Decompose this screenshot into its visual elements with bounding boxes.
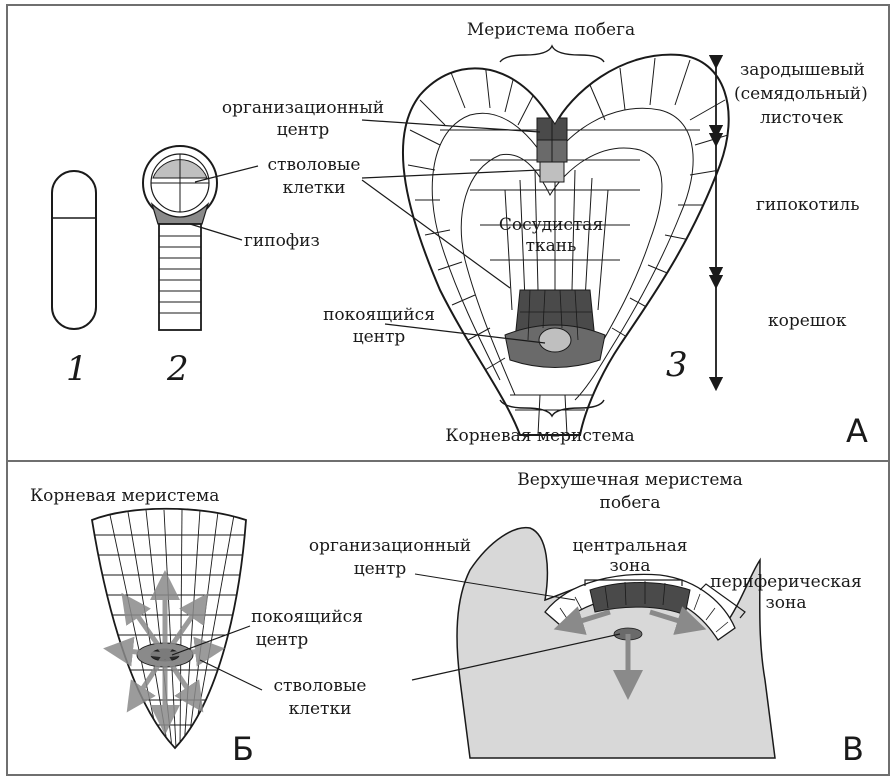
panel-letter-v: В [842,732,864,766]
organizing-center-line-2: центр [277,120,330,140]
stage-3-number: 3 [666,348,688,382]
vascular-line-1: Сосудистая [499,215,603,235]
b-stem-cells-line-1: стволовые [274,676,367,696]
stem-cells-line-2: клетки [283,178,346,198]
root-meristem-label: Корневая меристема [445,426,634,446]
stage-1-number: 1 [66,352,88,386]
panel-letter-b: Б [232,732,254,766]
apical-meristem-drawing [412,528,775,758]
panel-letter-a: А [846,414,868,448]
stage-2-embryo [143,146,217,330]
cotyledon-line-1: зародышевый [740,60,865,80]
hypophysis-label: гипофиз [244,231,320,251]
b-quiescent-line-1: покоящийся [251,607,363,627]
root-meristem-title: Корневая меристема [30,486,219,506]
cotyledon-line-2: (семядольный) [734,84,868,104]
central-zone-line-2: зона [610,556,651,576]
quiescent-line-2: центр [353,327,406,347]
shoot-meristem-label: Меристема побега [467,20,635,40]
stage-1-zygote [52,171,96,329]
hypocotyl-label: гипокотиль [756,195,859,215]
b-organizing-center-line-2: центр [354,559,407,579]
peripheral-zone-line-2: зона [766,593,807,613]
stage-2-number: 2 [167,352,189,386]
peripheral-zone-line-1: периферическая [710,572,862,592]
root-meristem-drawing [90,509,262,748]
apical-title-line-1: Верхушечная меристема [517,470,743,490]
apical-title-line-2: побега [600,493,661,513]
b-organizing-center-line-1: организационный [309,536,471,556]
vascular-line-2: ткань [526,236,577,256]
quiescent-line-1: покоящийся [323,305,435,325]
b-stem-cells-line-2: клетки [289,699,352,719]
cotyledon-line-3: листочек [760,108,843,128]
root-zone-label: корешок [768,311,846,331]
b-quiescent-line-2: центр [256,630,309,650]
organizing-center-line-1: организационный [222,98,384,118]
stem-cells-line-1: стволовые [268,155,361,175]
central-zone-line-1: центральная [573,536,688,556]
